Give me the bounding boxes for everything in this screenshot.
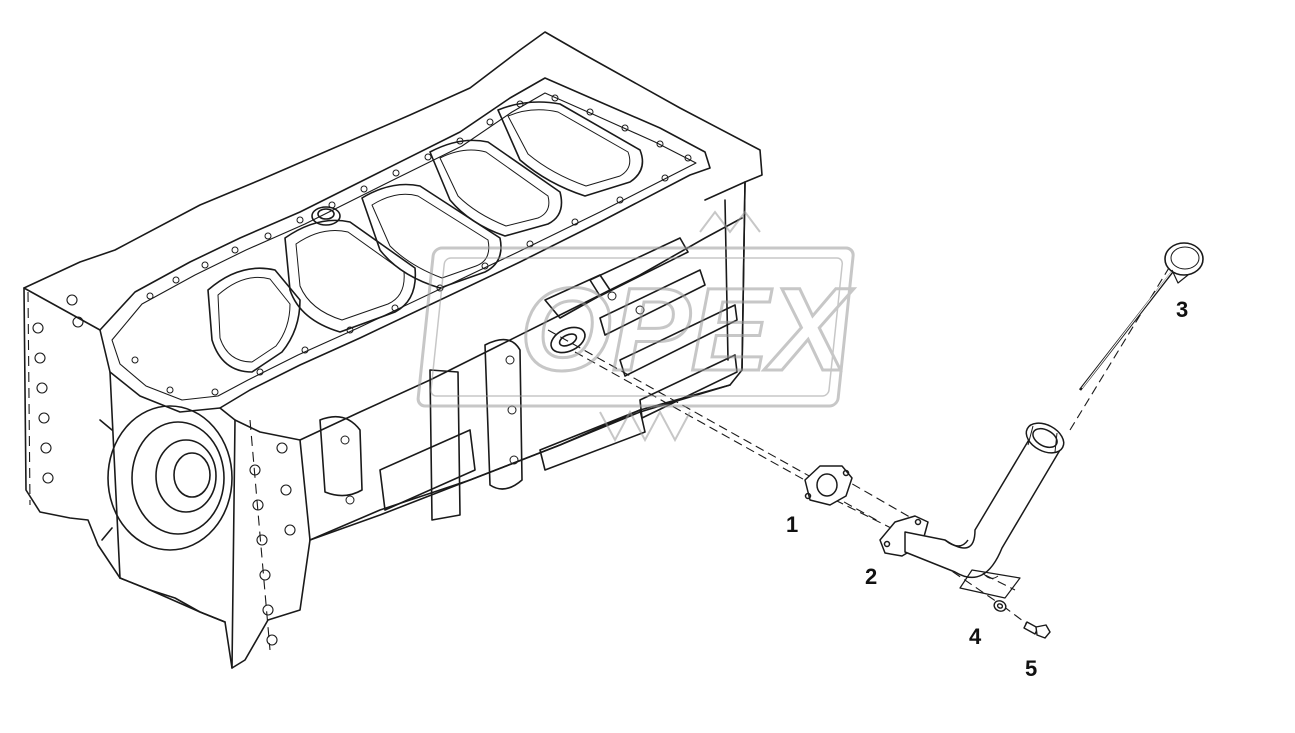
callout-5: 5 — [1025, 656, 1038, 681]
part-1-gasket — [804, 465, 853, 506]
watermark-logo: OPEX — [416, 210, 856, 443]
watermark-text: OPEX — [520, 264, 854, 396]
callout-1: 1 — [786, 512, 799, 537]
part-5-bolt — [1023, 621, 1051, 639]
callout-4: 4 — [969, 624, 982, 649]
part-2-filler-tube — [879, 422, 1065, 599]
part-4-washer — [993, 600, 1007, 612]
callout-2: 2 — [865, 564, 878, 589]
part-3-dipstick — [1078, 242, 1204, 391]
callout-3: 3 — [1176, 297, 1189, 322]
